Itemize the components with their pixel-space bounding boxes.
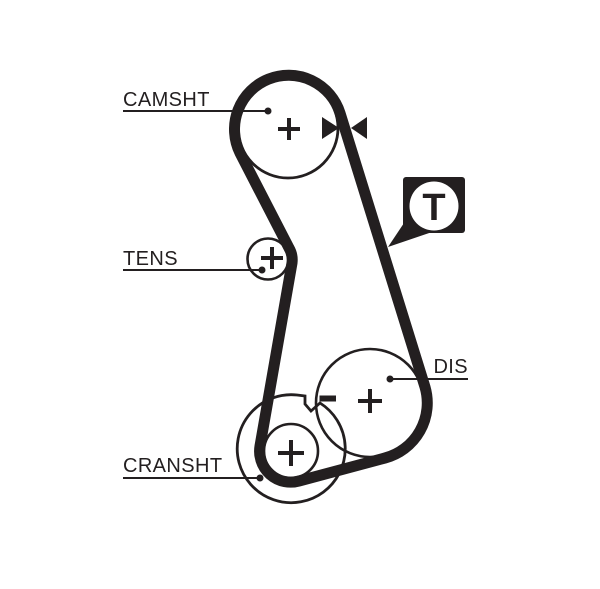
leader-lines [123,107,468,482]
tensioner-label: TENS [123,248,178,270]
camshaft-plus-icon [278,118,300,140]
distributor-leader-dot [386,375,394,383]
tensioner-leader-dot [258,266,266,274]
left-arrowhead-icon [351,117,367,139]
distributor-label: DIS [433,356,468,378]
belt-timing-arrows-icon [322,117,367,139]
crankshaft-minus-icon [319,395,336,402]
crankshaft-leader-dot [256,474,264,482]
right-arrowhead-icon [322,117,339,139]
t-badge: T [388,177,465,247]
t-badge-circle [409,181,459,231]
timing-belt [229,69,433,488]
camshaft-leader-dot [264,107,272,115]
crankshaft-plus-icon [278,440,304,466]
t-badge-letter: T [422,187,445,229]
tensioner-plus-icon [261,247,283,269]
crankshaft-label: CRANSHT [123,455,222,477]
camshaft-label: CAMSHT [123,89,210,111]
distributor-plus-icon [358,389,382,413]
